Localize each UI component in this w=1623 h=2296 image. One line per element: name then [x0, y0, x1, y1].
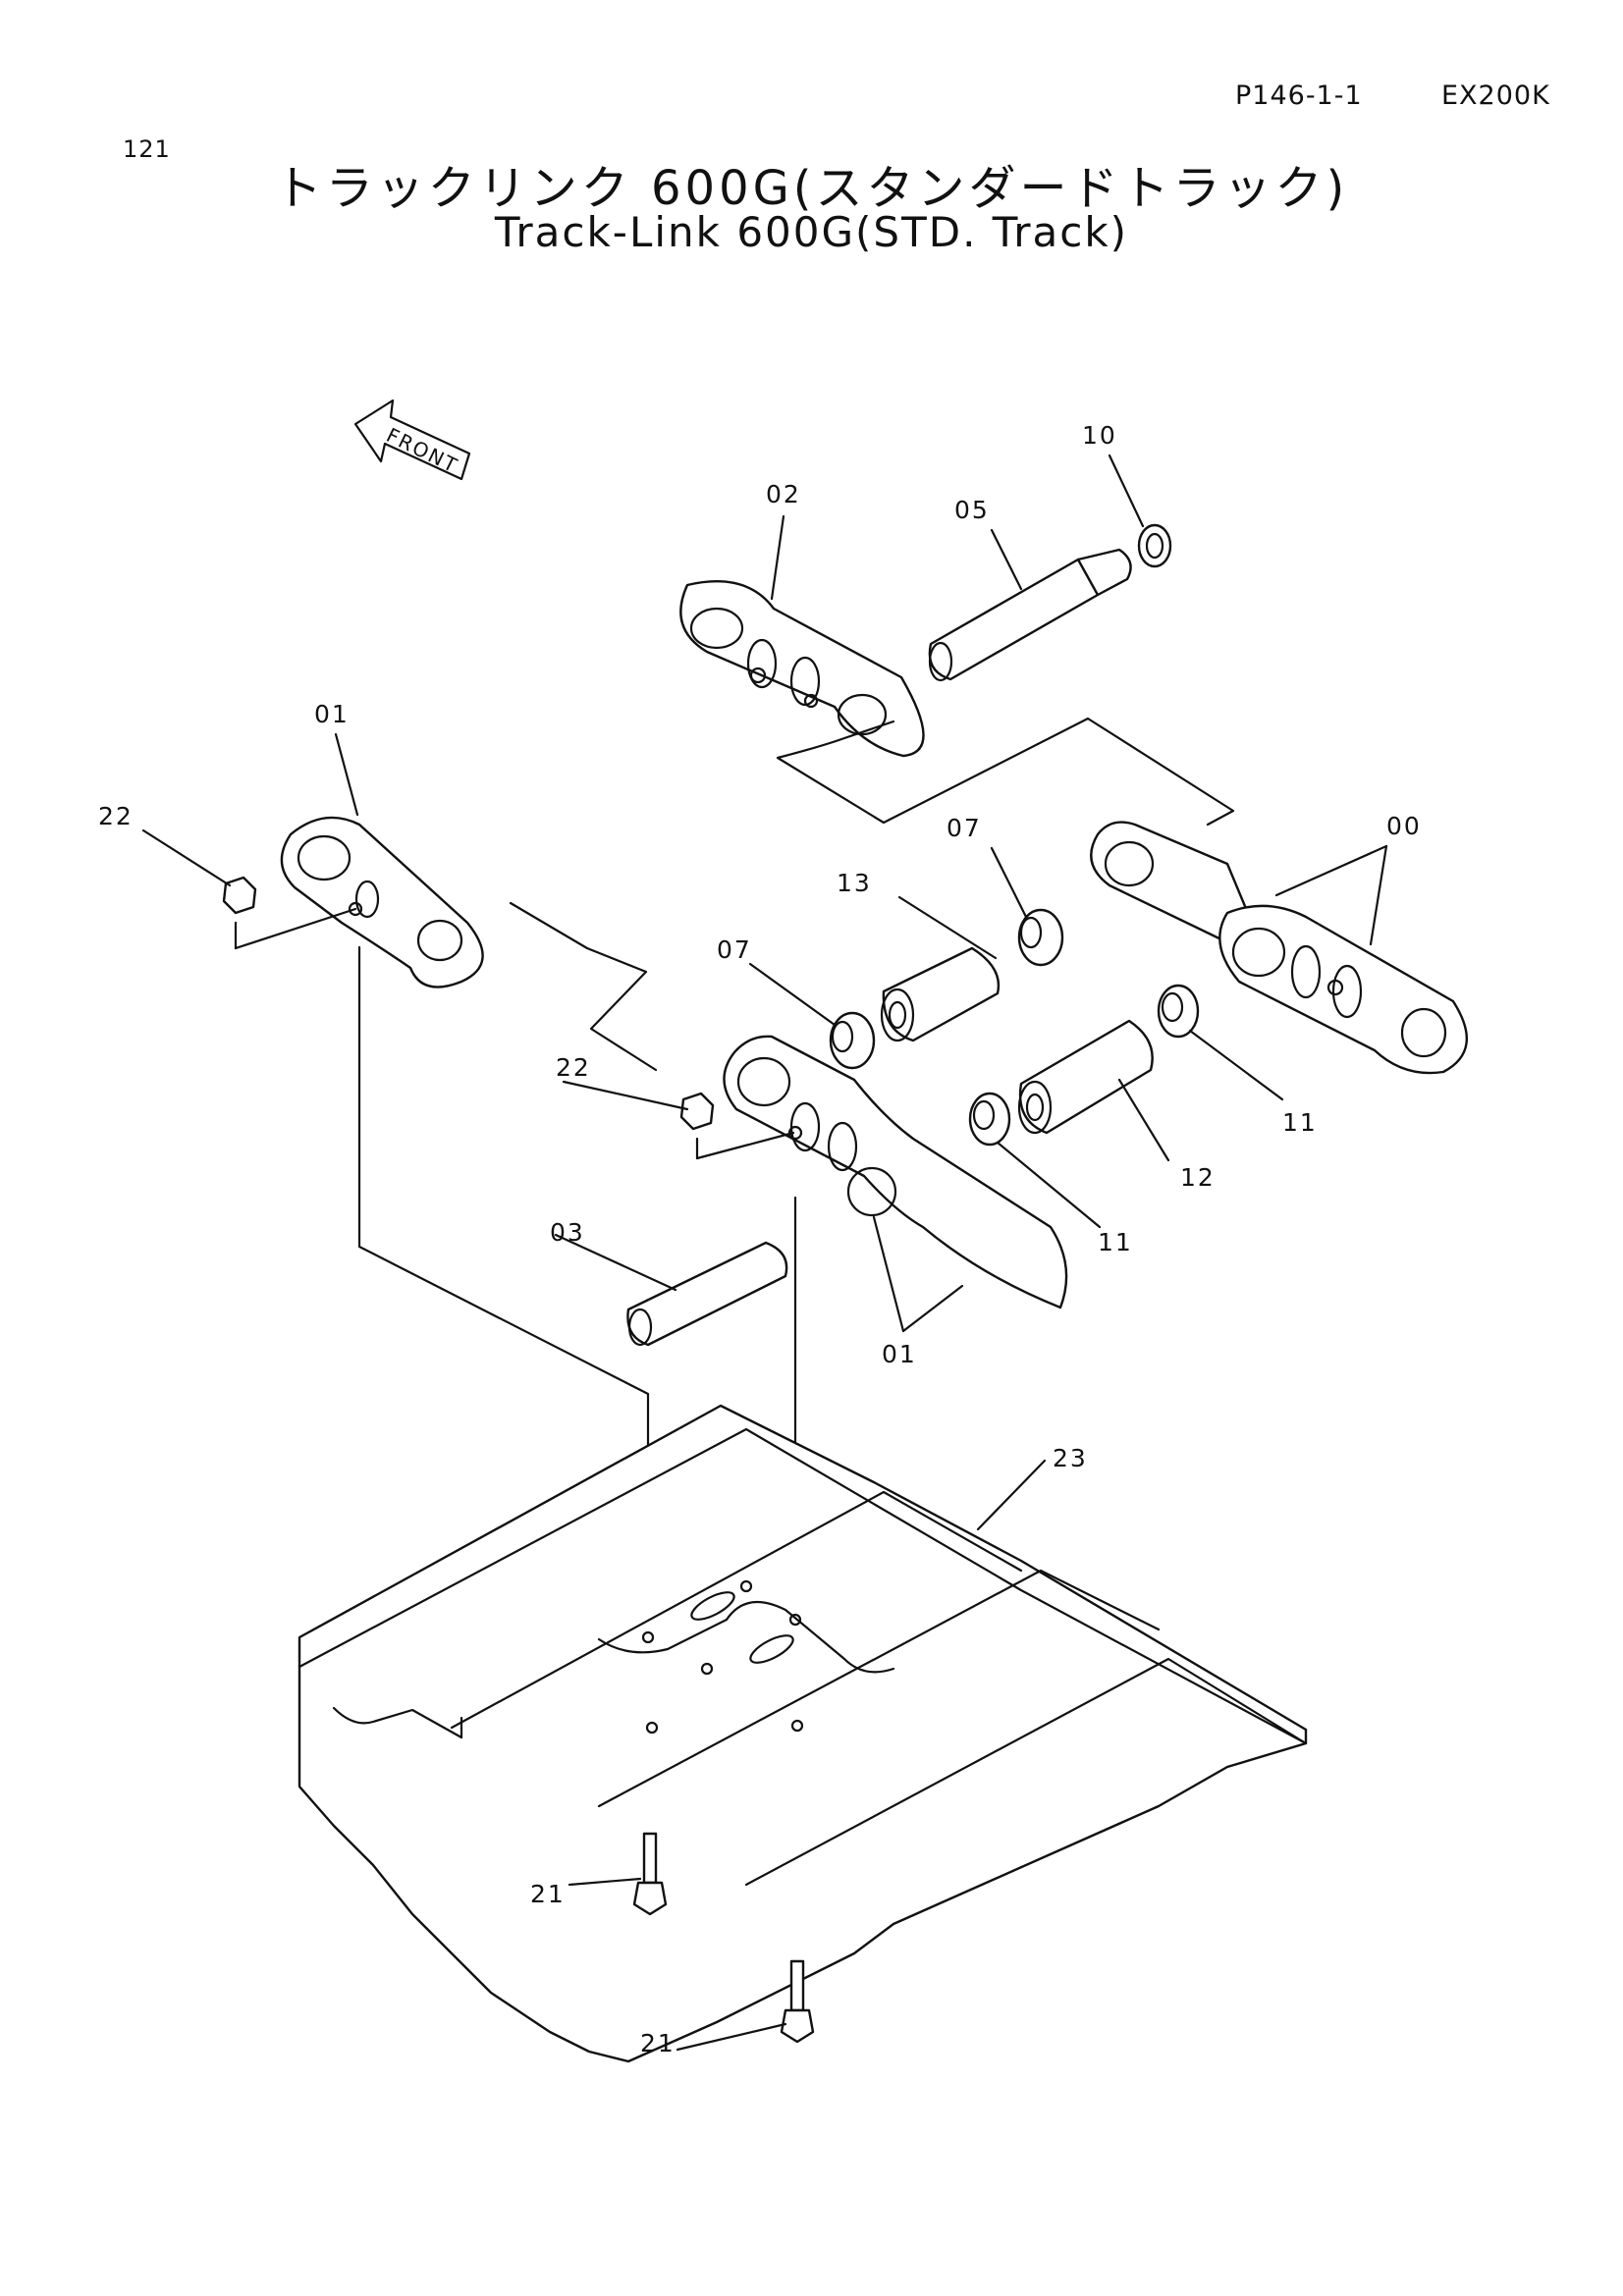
callout-01-lower: 01: [882, 1340, 917, 1368]
part-07-seal-lower: [829, 1011, 876, 1070]
callout-11-left: 11: [1098, 1228, 1133, 1256]
part-11-seal-left: [968, 1092, 1011, 1147]
leader-lower-nut: [695, 1131, 795, 1160]
model-code: EX200K: [1441, 80, 1550, 111]
callout-11-right: 11: [1282, 1108, 1318, 1137]
part-00-link-front: [1218, 904, 1468, 1075]
part-02-link: [679, 580, 925, 758]
callout-01-upper: 01: [314, 700, 350, 728]
part-22-nut-lower: [679, 1092, 715, 1131]
part-12-bushing: [1017, 1019, 1154, 1135]
callout-00: 00: [1386, 812, 1422, 840]
callout-21-right: 21: [640, 2029, 676, 2057]
callout-leaders: [141, 454, 1388, 2052]
leader-chain-02-00: [776, 717, 1235, 827]
part-22-nut-upper: [222, 876, 257, 915]
front-arrow: FRONT: [353, 399, 471, 481]
leader-chain-01: [509, 901, 658, 1072]
part-21-bolt-left: [632, 1832, 668, 1916]
title-english: Track-Link 600G(STD. Track): [494, 208, 1129, 256]
callout-13: 13: [837, 869, 872, 897]
part-10-snap-ring: [1137, 523, 1172, 568]
page-code: P146-1-1: [1235, 80, 1363, 111]
part-13-bushing: [880, 946, 1001, 1042]
part-23-track-shoe: [298, 1404, 1308, 2063]
callout-22-upper: 22: [98, 802, 134, 830]
callout-22-lower: 22: [556, 1053, 591, 1082]
title-japanese: トラックリンク 600G(スタンダードトラック): [274, 161, 1349, 216]
page-number: 121: [123, 135, 171, 163]
callout-10: 10: [1082, 421, 1117, 450]
part-21-bolt-right: [780, 1959, 815, 2044]
callout-21-left: 21: [530, 1880, 566, 1908]
callout-12: 12: [1180, 1163, 1216, 1192]
callout-23: 23: [1053, 1444, 1088, 1472]
callout-02: 02: [766, 480, 801, 508]
callout-03: 03: [550, 1218, 585, 1247]
part-05-pin: [928, 548, 1132, 682]
callout-07-upper: 07: [947, 814, 982, 842]
part-11-seal-right: [1157, 984, 1200, 1039]
callout-05: 05: [954, 496, 990, 524]
part-01-link-upper: [280, 816, 484, 988]
part-03-pin: [626, 1241, 788, 1347]
callout-07-lower: 07: [717, 935, 752, 964]
part-07-seal-upper: [1017, 908, 1064, 967]
leader-nut-to-link: [234, 907, 357, 950]
